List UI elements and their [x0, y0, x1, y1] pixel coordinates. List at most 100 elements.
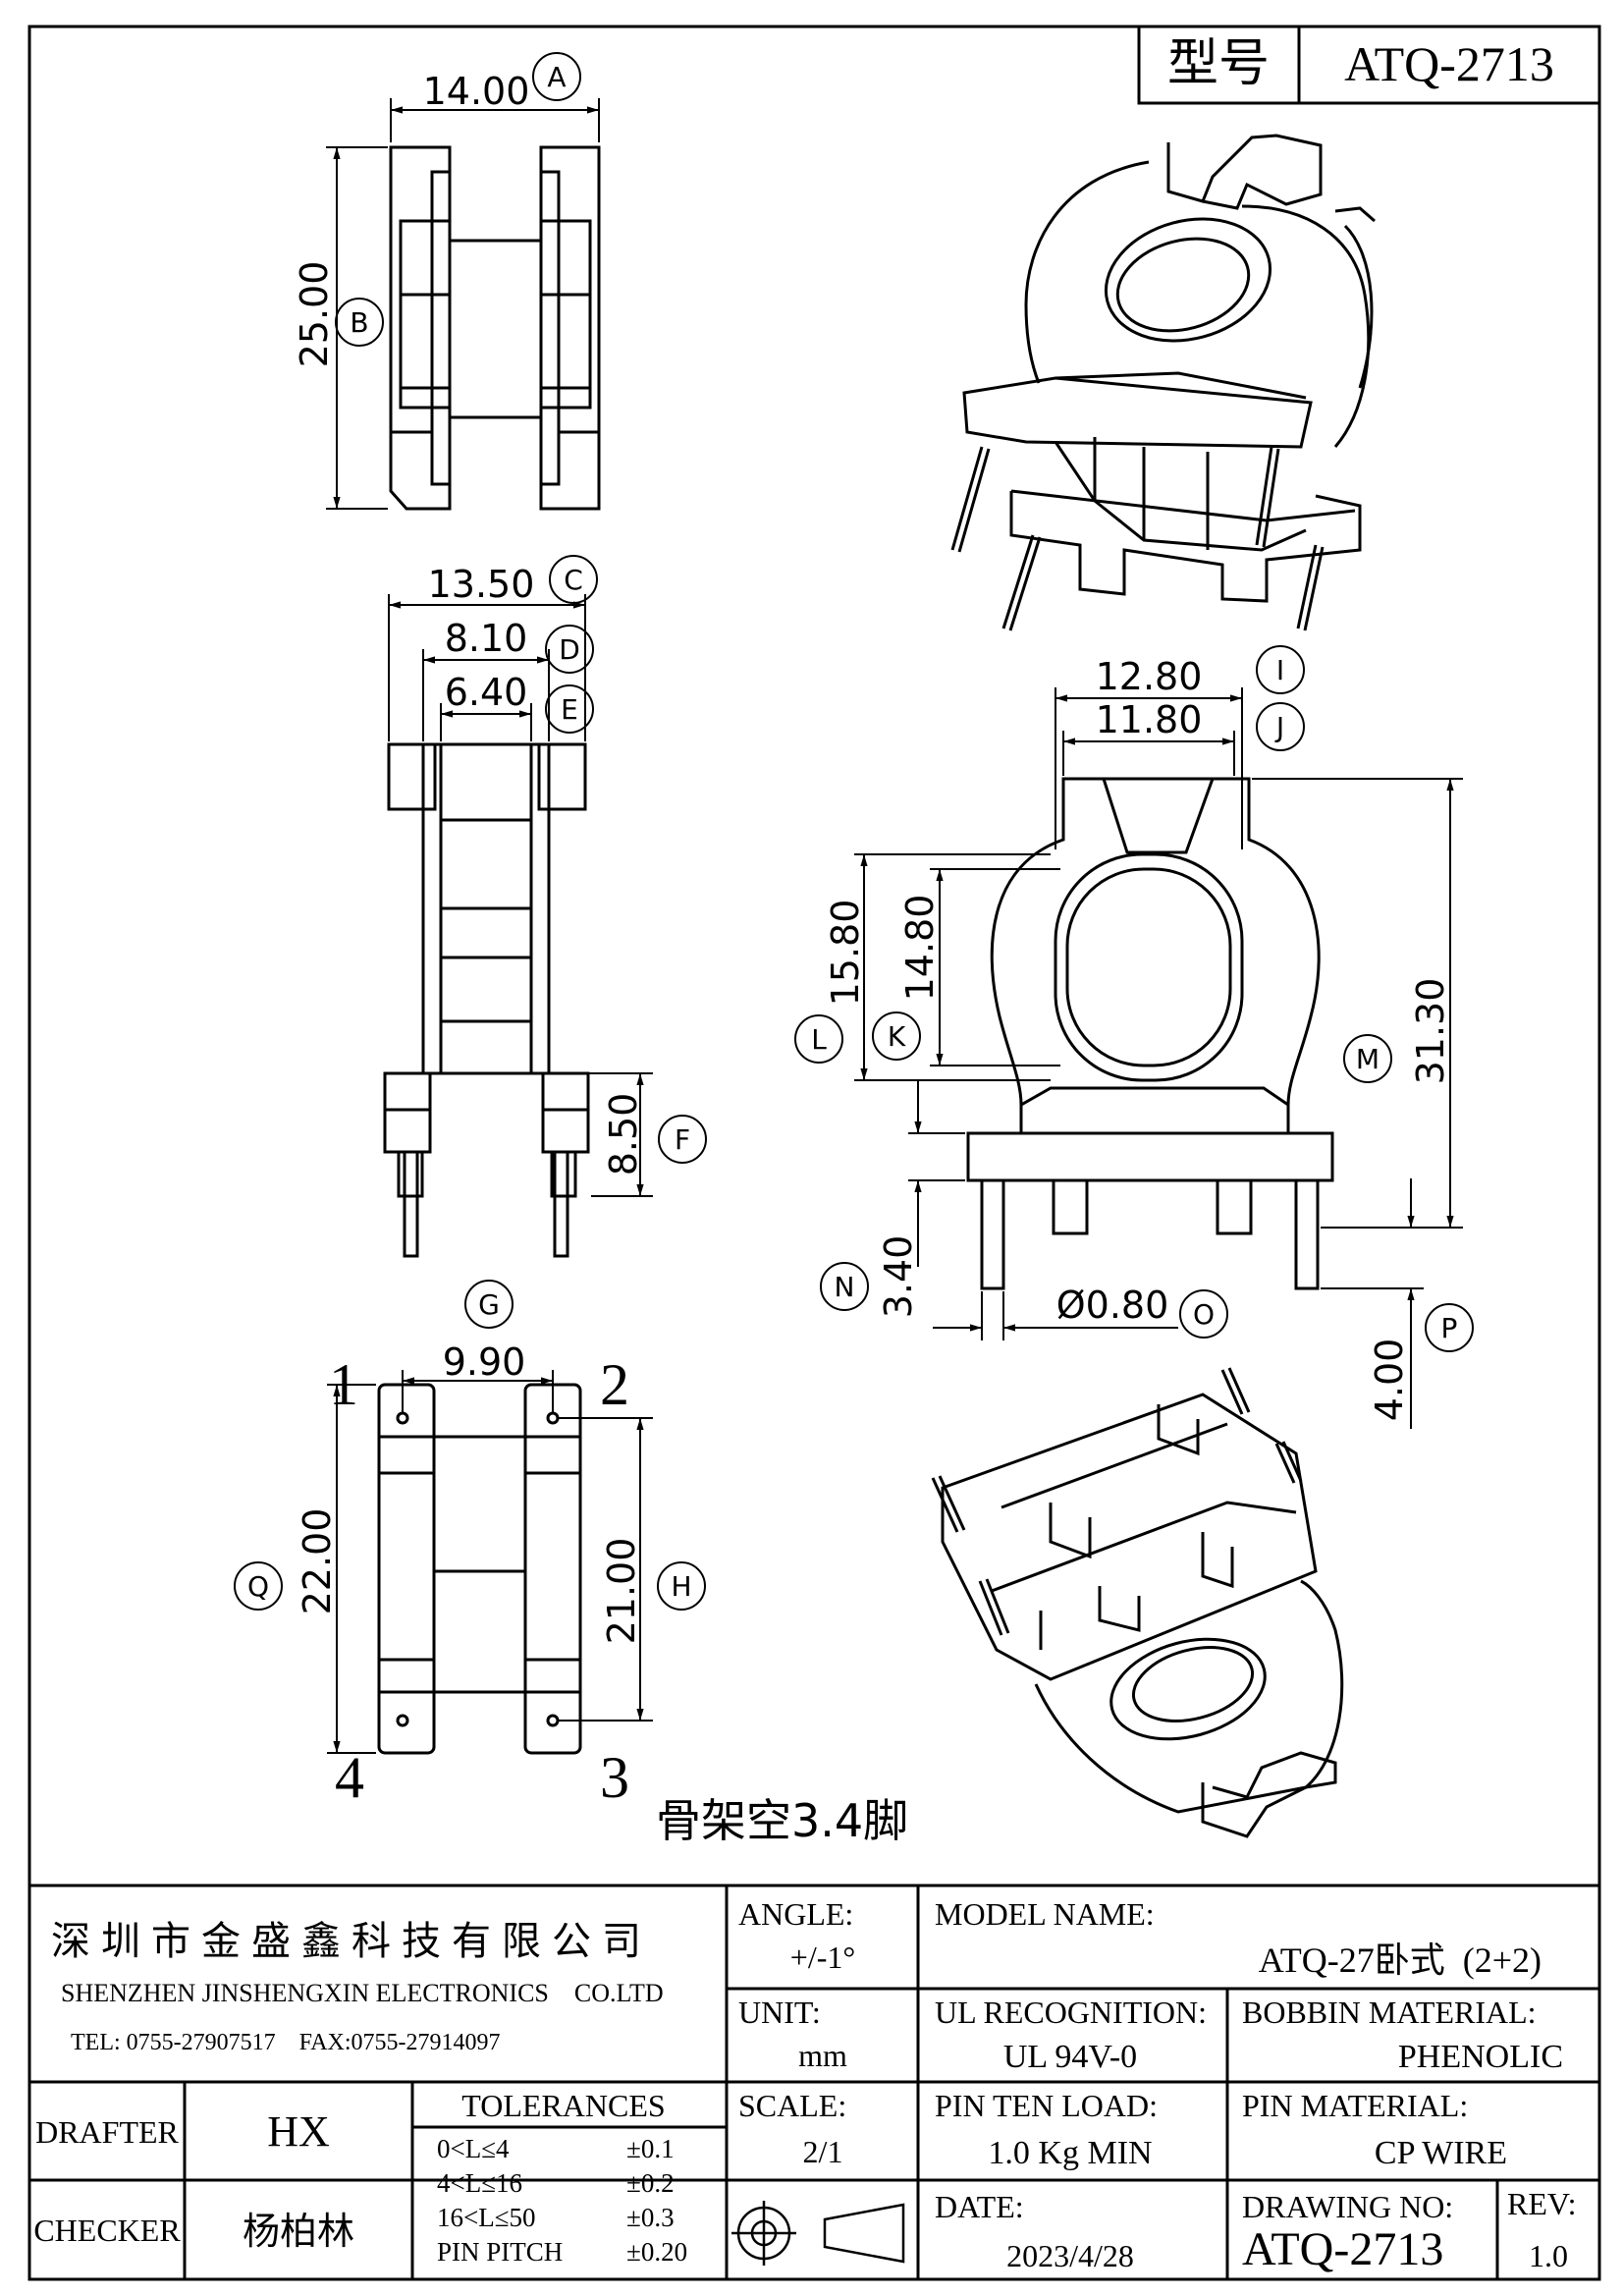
checker-label: CHECKER: [33, 2213, 181, 2248]
pin-number-4: 4: [335, 1745, 364, 1810]
dim-E-letter: E: [561, 693, 578, 726]
dim-F-letter: F: [675, 1123, 690, 1156]
unit-label: UNIT:: [738, 1995, 821, 2030]
ul-recognition-value: UL 94V-0: [1003, 2039, 1137, 2075]
contact-info: TEL: 0755-27907517 FAX:0755-27914097: [71, 2030, 501, 2055]
date-value: 2023/4/28: [1006, 2238, 1134, 2273]
pin-ten-load-value: 1.0 Kg MIN: [988, 2135, 1152, 2171]
tolerance-range-3: 16<L≤50: [437, 2203, 536, 2232]
tolerance-value-2: ±0.2: [626, 2168, 675, 2198]
unit-value: mm: [798, 2038, 847, 2073]
dim-H-letter: H: [671, 1570, 691, 1603]
dim-D-value: 8.10: [445, 617, 528, 660]
dim-D-letter: D: [559, 633, 580, 666]
bottom-view: [377, 1383, 582, 1755]
dim-A-letter: A: [547, 61, 566, 93]
dim-M-letter: M: [1356, 1043, 1380, 1075]
drawing-no-value: ATQ-2713: [1242, 2223, 1443, 2275]
dim-C-D-E: [388, 555, 598, 741]
front-view: [966, 777, 1334, 1290]
dim-J-letter: J: [1274, 711, 1284, 743]
dim-B-value: 25.00: [293, 261, 336, 368]
dim-Q-letter: Q: [247, 1570, 269, 1603]
scale-label: SCALE:: [738, 2088, 846, 2123]
dim-B: [326, 146, 388, 510]
rev-value: 1.0: [1529, 2238, 1568, 2273]
dim-G-value: 9.90: [443, 1340, 526, 1384]
model-name-value: ATQ-27卧式 (2+2): [1259, 1941, 1542, 1980]
dim-K-letter: K: [888, 1020, 906, 1053]
model-name-label: MODEL NAME:: [935, 1896, 1155, 1932]
dim-P-letter: P: [1441, 1312, 1458, 1344]
tolerance-range-4: PIN PITCH: [437, 2237, 563, 2267]
pin-number-3: 3: [600, 1745, 629, 1810]
tolerance-range-2: 4<L≤16: [437, 2168, 522, 2198]
dim-H: [558, 1417, 706, 1722]
drawing-no-label: DRAWING NO:: [1242, 2189, 1453, 2224]
dim-C-value: 13.50: [428, 563, 535, 606]
isometric-view-top: [950, 134, 1376, 631]
ul-recognition-label: UL RECOGNITION:: [935, 1995, 1207, 2030]
tolerance-range-1: 0<L≤4: [437, 2134, 510, 2163]
drafter-value: HX: [267, 2107, 330, 2156]
bobbin-material-value: PHENOLIC: [1398, 2039, 1563, 2075]
dim-G: [402, 1280, 554, 1414]
angle-label: ANGLE:: [738, 1896, 853, 1932]
dim-A-value: 14.00: [423, 70, 530, 113]
model-box-label: 型号: [1167, 36, 1270, 92]
scale-value: 2/1: [803, 2134, 843, 2169]
dim-Q: [234, 1384, 376, 1754]
dim-C-letter: C: [564, 564, 583, 596]
dim-K-L: [794, 853, 1060, 1081]
dim-I-value: 12.80: [1096, 655, 1203, 698]
dim-N-letter: N: [835, 1271, 855, 1303]
tolerance-value-4: ±0.20: [626, 2237, 687, 2267]
dim-I-letter: I: [1276, 654, 1284, 686]
tolerances-label: TOLERANCES: [461, 2088, 665, 2123]
angle-value: +/-1°: [790, 1940, 855, 1975]
note-text: 骨架空3.4脚: [656, 1794, 908, 1847]
dim-G-letter: G: [478, 1288, 500, 1321]
tolerance-value-3: ±0.3: [626, 2203, 675, 2232]
bobbin-material-label: BOBBIN MATERIAL:: [1242, 1995, 1537, 2030]
dim-B-letter: B: [350, 306, 368, 339]
dim-L-value: 15.80: [824, 900, 867, 1007]
dim-J-value: 11.80: [1096, 698, 1203, 741]
drawing-frame: [27, 25, 1601, 2281]
dim-O-value: Ø0.80: [1056, 1284, 1169, 1327]
dim-A: [390, 52, 600, 142]
title-block-lines: [29, 1884, 1599, 2279]
dim-E-value: 6.40: [445, 671, 528, 714]
model-box-value: ATQ-2713: [1344, 36, 1554, 91]
pin-material-value: CP WIRE: [1375, 2135, 1507, 2171]
dim-N-value: 3.40: [877, 1235, 920, 1319]
pin-number-2: 2: [600, 1352, 629, 1417]
date-label: DATE:: [935, 2189, 1024, 2224]
rev-label: REV:: [1507, 2186, 1577, 2221]
dim-O: [933, 1289, 1228, 1340]
dim-N: [820, 1080, 965, 1311]
dim-Q-value: 22.00: [296, 1508, 339, 1615]
dim-M-value: 31.30: [1409, 978, 1452, 1085]
dim-H-value: 21.00: [600, 1538, 643, 1645]
dim-P: [1321, 1178, 1474, 1429]
pin-ten-load-label: PIN TEN LOAD:: [935, 2088, 1158, 2123]
company-name-cn: 深圳市金盛鑫科技有限公司: [51, 1919, 652, 1964]
dim-L-letter: L: [811, 1023, 827, 1056]
drafter-label: DRAFTER: [35, 2114, 179, 2150]
dim-F: [550, 1072, 707, 1197]
pin-material-label: PIN MATERIAL:: [1242, 2088, 1468, 2123]
model-box: 型号 ATQ-2713: [1137, 25, 1601, 105]
dim-F-value: 8.50: [602, 1093, 645, 1176]
company-name-en: SHENZHEN JINSHENGXIN ELECTRONICS CO.LTD: [61, 1979, 664, 2007]
projection-symbol-icon: [731, 2201, 905, 2266]
dim-P-value: 4.00: [1368, 1339, 1411, 1422]
dim-O-letter: O: [1193, 1298, 1215, 1331]
dim-K-value: 14.80: [898, 895, 942, 1002]
pin-number-1: 1: [329, 1352, 358, 1417]
checker-value: 杨柏林: [243, 2210, 354, 2253]
dim-I-J: [1055, 645, 1305, 849]
side-view: [383, 742, 590, 1258]
tolerance-value-1: ±0.1: [626, 2134, 675, 2163]
